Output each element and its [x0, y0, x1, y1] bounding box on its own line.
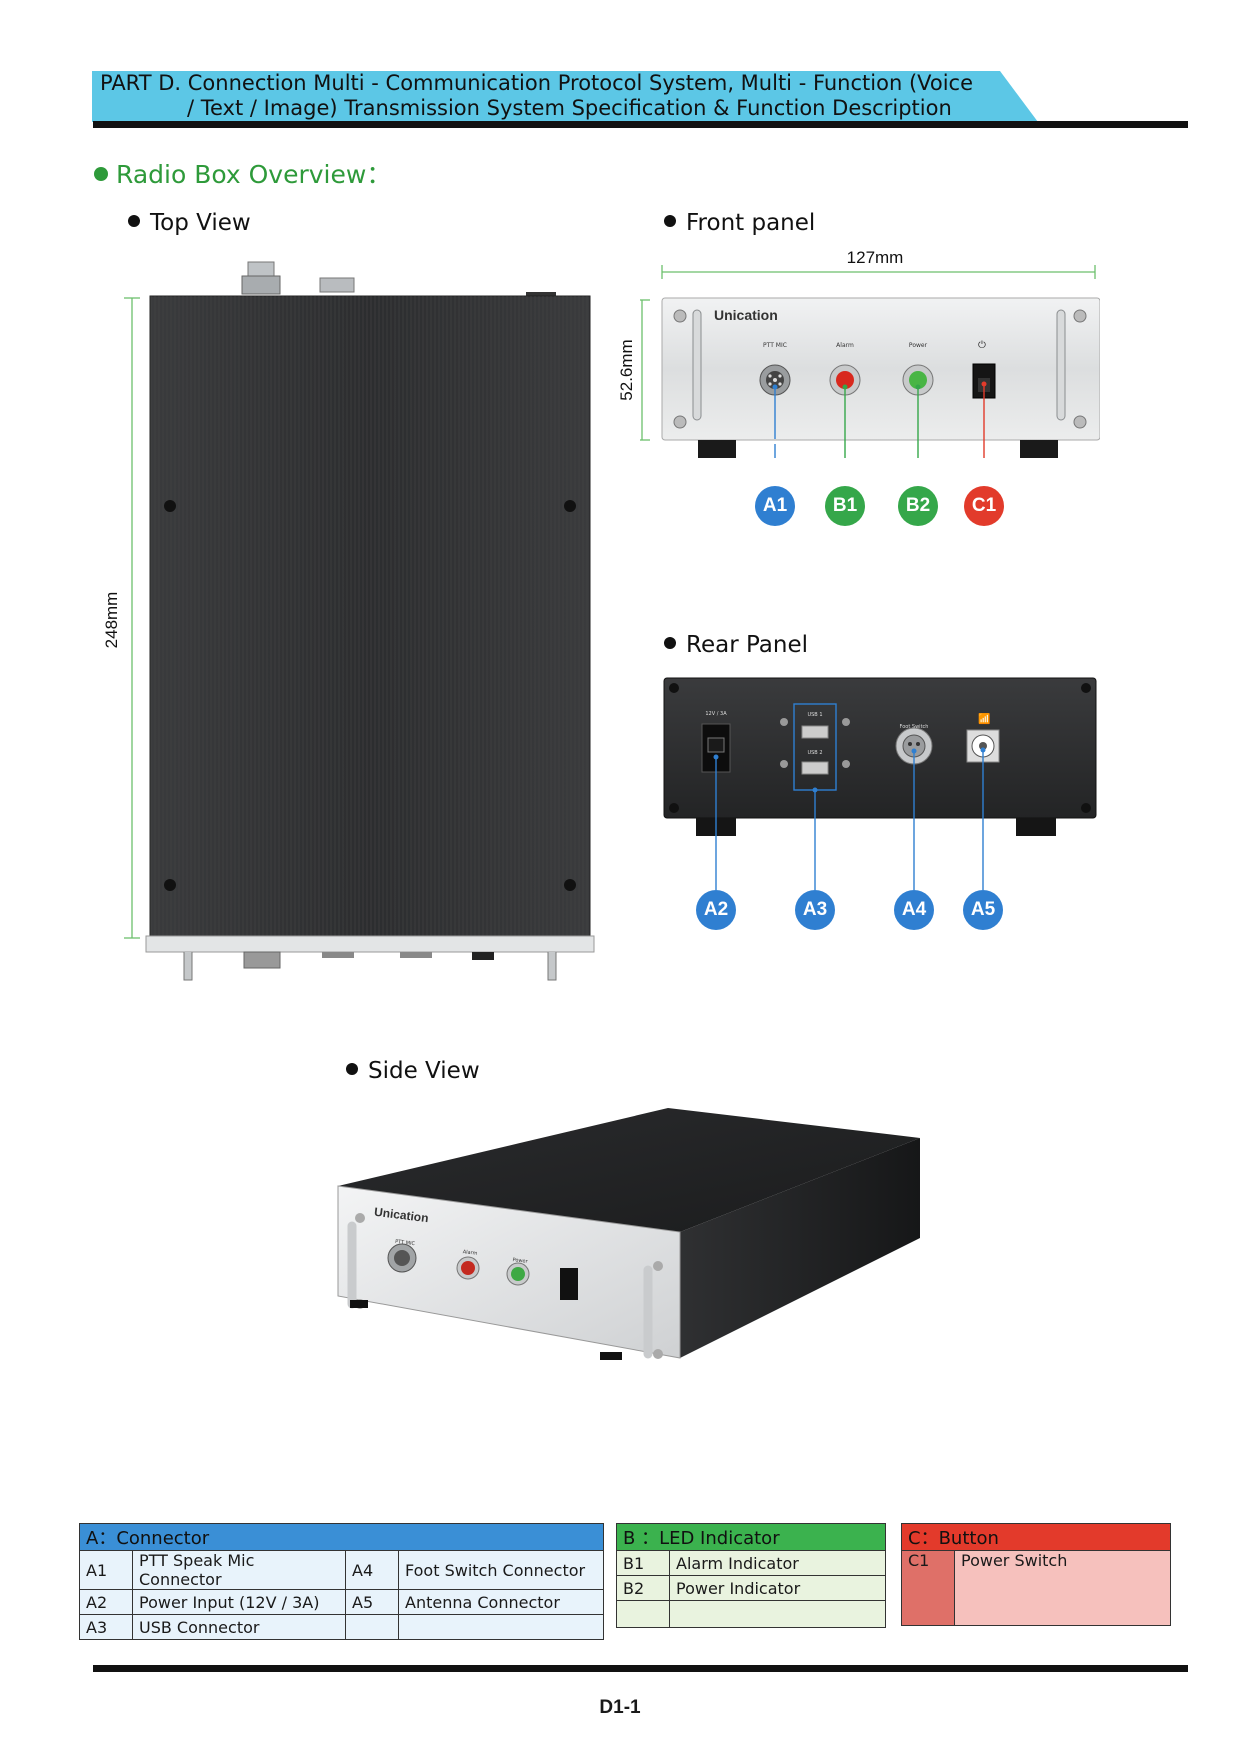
side-view-heading: Side View	[346, 1058, 480, 1084]
callout-a1: A1	[755, 486, 795, 526]
svg-text:📶: 📶	[978, 712, 990, 725]
front-brand: Unication	[714, 307, 778, 323]
table-row	[616, 1600, 886, 1628]
legend-code: A4	[345, 1550, 399, 1590]
callout-c1: C1	[964, 486, 1004, 526]
header-line-1: PART D. Connection Multi - Communication…	[100, 71, 974, 95]
front-panel-drawing	[640, 265, 1100, 458]
front-panel-heading: Front panel	[664, 210, 815, 236]
side-view-title: Side View	[368, 1058, 480, 1084]
rear-label-usb2: USB 2	[807, 750, 823, 756]
bullet-icon	[346, 1063, 358, 1075]
legend-desc: Power Input (12V / 3A)	[132, 1589, 346, 1615]
callout-a5: A5	[963, 890, 1003, 930]
table-row: A1 PTT Speak Mic Connector A4 Foot Switc…	[79, 1550, 604, 1590]
callout-a4: A4	[894, 890, 934, 930]
legend-desc: Alarm Indicator	[669, 1550, 886, 1576]
top-view-title: Top View	[150, 210, 251, 236]
callout-b2: B2	[898, 486, 938, 526]
table-row: A3 USB Connector	[79, 1614, 604, 1640]
header-rule	[93, 121, 1188, 128]
top-view-drawing	[124, 261, 595, 981]
table-row: B1 Alarm Indicator	[616, 1550, 886, 1576]
rear-panel-heading: Rear Panel	[664, 632, 808, 658]
table-row: A2 Power Input (12V / 3A) A5 Antenna Con…	[79, 1589, 604, 1615]
legend-code	[345, 1614, 399, 1640]
front-label-ptt: PTT MIC	[763, 342, 787, 349]
button-legend-table: C：Button C1 Power Switch	[901, 1523, 1171, 1626]
header-line-2: / Text / Image) Transmission System Spec…	[187, 96, 952, 120]
page-number: D1-1	[599, 1697, 641, 1718]
legend-code: B1	[616, 1550, 670, 1576]
front-panel-title: Front panel	[686, 210, 816, 236]
legend-code: B2	[616, 1575, 670, 1601]
footer-rule	[93, 1665, 1188, 1672]
legend-desc: Antenna Connector	[398, 1589, 604, 1615]
legend-desc	[398, 1614, 604, 1640]
bullet-icon	[94, 167, 108, 181]
callout-a3: A3	[795, 890, 835, 930]
legend-code: A1	[79, 1550, 133, 1590]
legend-code: A5	[345, 1589, 399, 1615]
rear-panel-drawing: 📶	[663, 677, 1097, 890]
led-legend-table: B ：LED Indicator B1 Alarm Indicator B2 P…	[616, 1523, 886, 1628]
power-symbol-icon: ⏻	[978, 340, 986, 351]
bullet-icon	[128, 215, 140, 227]
legend-code: A3	[79, 1614, 133, 1640]
rear-panel-title: Rear Panel	[686, 632, 809, 658]
header-banner	[92, 71, 1038, 122]
legend-code: C1	[901, 1550, 955, 1626]
connector-legend-table: A：Connector A1 PTT Speak Mic Connector A…	[79, 1523, 604, 1640]
side-view-drawing	[337, 1108, 920, 1360]
front-width-dim: 127mm	[846, 248, 904, 267]
legend-desc: Power Indicator	[669, 1575, 886, 1601]
legend-desc: PTT Speak Mic Connector	[132, 1550, 346, 1590]
top-view-heading: Top View	[128, 210, 251, 236]
button-legend-title: C：Button	[901, 1523, 1171, 1551]
legend-desc: Foot Switch Connector	[398, 1550, 604, 1590]
callout-a2: A2	[696, 890, 736, 930]
rear-label-power: 12V / 3A	[705, 711, 727, 717]
led-legend-title: B ：LED Indicator	[616, 1523, 886, 1551]
overview-title: Radio Box Overview：	[116, 160, 392, 189]
rear-label-foot-switch: Foot Switch	[899, 724, 929, 730]
page-header: PART D. Connection Multi - Communication…	[100, 71, 1040, 121]
front-label-power: Power	[908, 342, 928, 349]
front-height-dim: 52.6mm	[617, 339, 636, 401]
rear-label-usb1: USB 1	[807, 712, 823, 718]
overview-heading: Radio Box Overview：	[94, 155, 391, 191]
table-row: B2 Power Indicator	[616, 1575, 886, 1601]
legend-code: A2	[79, 1589, 133, 1615]
callout-b1: B1	[825, 486, 865, 526]
table-row: C1 Power Switch	[901, 1550, 1171, 1626]
legend-desc: Power Switch	[954, 1550, 1171, 1626]
legend-desc: USB Connector	[132, 1614, 346, 1640]
bullet-icon	[664, 215, 676, 227]
front-label-alarm: Alarm	[836, 342, 854, 349]
connector-legend-title: A：Connector	[79, 1523, 604, 1551]
bullet-icon	[664, 637, 676, 649]
top-view-height-dim: 248mm	[102, 591, 121, 649]
